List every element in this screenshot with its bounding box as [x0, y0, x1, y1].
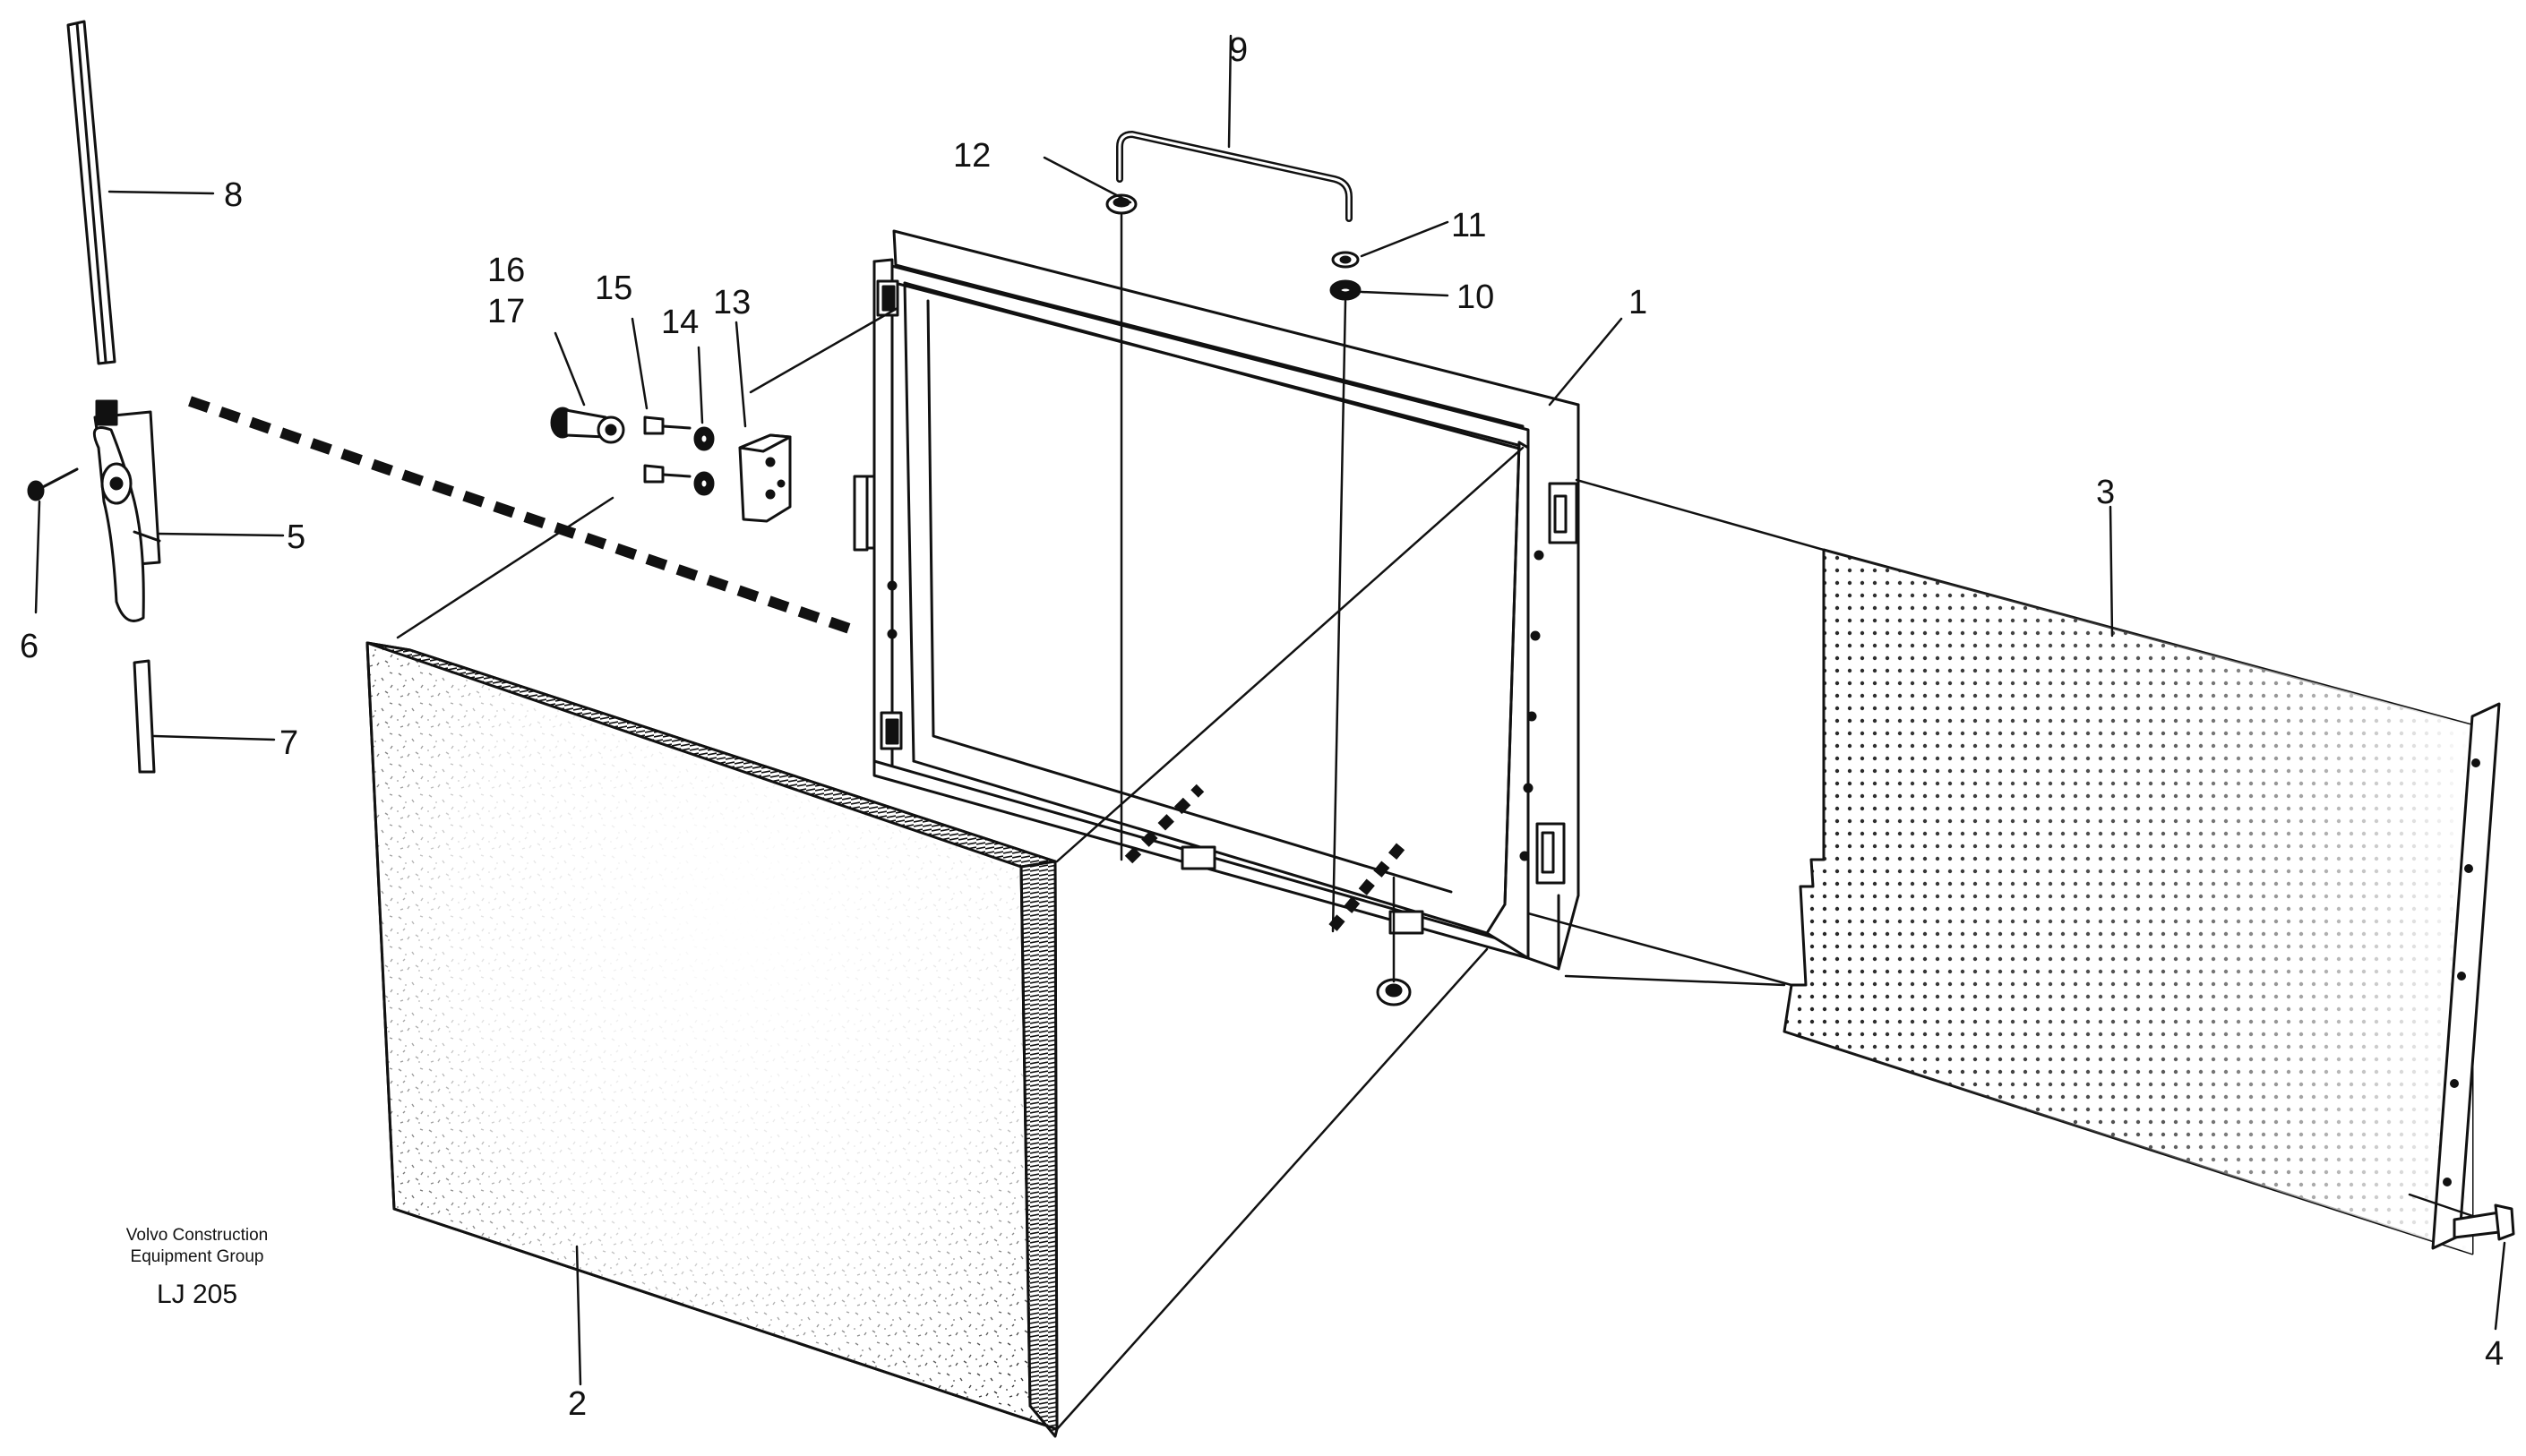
lock-block [738, 433, 869, 552]
publisher-caption: Volvo Construction Equipment Group LJ 20… [90, 1225, 305, 1313]
callout-5: 5 [287, 518, 305, 556]
publisher-line-1: Volvo Construction [125, 1226, 269, 1245]
callout-10: 10 [1456, 278, 1494, 316]
lock-washers [693, 426, 715, 496]
callout-4: 4 [2485, 1335, 2504, 1373]
callout-1: 1 [1628, 284, 1647, 321]
callout-11: 11 [1451, 207, 1486, 244]
callout-8: 8 [224, 176, 243, 214]
callout-13: 13 [713, 284, 751, 321]
filter-mat [365, 641, 1059, 1438]
latch-body [92, 399, 161, 622]
callout-15: 15 [595, 270, 632, 307]
handle-fasteners [1105, 193, 1412, 1006]
callout-12: 12 [953, 137, 991, 175]
handle [1116, 131, 1353, 222]
callout-14: 14 [661, 304, 699, 341]
callout-labels: 1 2 3 4 5 6 7 8 9 10 11 12 13 14 15 16 1… [20, 31, 2504, 1423]
dashed-assembly-lines [188, 396, 1409, 931]
callout-9: 9 [1229, 31, 1248, 69]
lock-screws [643, 415, 692, 484]
callout-3: 3 [2096, 474, 2115, 511]
grille-frame [855, 229, 1580, 971]
latch-rod-upper [66, 20, 116, 365]
lock-cylinder [550, 407, 625, 444]
callout-2: 2 [568, 1385, 587, 1423]
publisher-line-2: Equipment Group [130, 1247, 264, 1266]
callout-6: 6 [20, 628, 39, 665]
bolt [2453, 1203, 2515, 1241]
callout-7: 7 [279, 724, 298, 762]
perforated-screen [1783, 548, 2501, 1255]
callout-17: 17 [487, 293, 525, 330]
latch-screw [27, 467, 79, 501]
leader-lines [34, 34, 2506, 1386]
drawing-code: LJ 205 [156, 1280, 238, 1309]
callout-16: 16 [487, 252, 525, 289]
latch-rod-lower [133, 659, 156, 774]
assembly-lines [396, 213, 2501, 1431]
